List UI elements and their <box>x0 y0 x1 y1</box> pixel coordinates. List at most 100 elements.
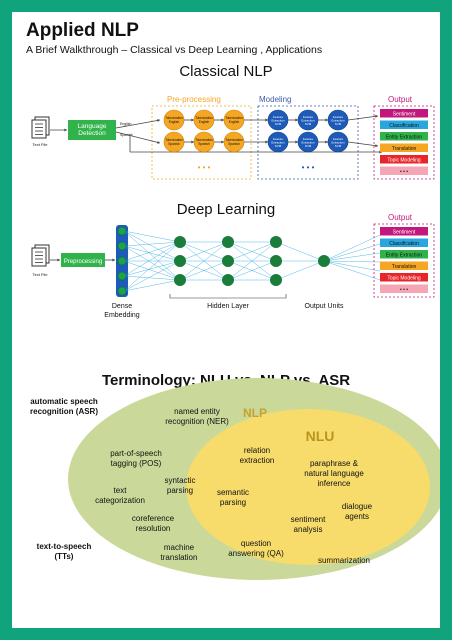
connection-line <box>323 234 381 262</box>
nlu-term: paraphrase & <box>310 459 359 468</box>
hidden-layer-label: Hidden Layer <box>207 303 249 310</box>
deep-output-label: Translation <box>392 264 417 270</box>
classical-output-box <box>380 120 428 129</box>
feature-svm-node-label: SVM <box>275 122 282 126</box>
output-units-label: Output Units <box>305 303 344 310</box>
embedding-node <box>117 286 127 296</box>
nlp-term: parsing <box>167 486 193 495</box>
embedding-node <box>117 271 127 281</box>
classical-output-label: Entity Extraction <box>386 134 422 140</box>
modeling-label: Modeling <box>259 95 291 104</box>
hidden-layer-node <box>270 255 282 267</box>
flow-arrow <box>221 140 224 144</box>
nlp-term: text <box>114 486 128 495</box>
hidden-layer-node <box>222 236 234 248</box>
feature-svm-node-label: Feature <box>273 115 284 119</box>
classical-output-label: • • • <box>400 169 408 175</box>
connection-line <box>123 245 181 281</box>
flow-arrow <box>265 140 268 144</box>
tokenization-node-label: Tokenization <box>165 138 183 142</box>
connection-line <box>323 243 381 262</box>
connection-line <box>123 245 181 262</box>
flow-arrow <box>57 258 60 262</box>
nlu-term: dialogue <box>342 502 373 511</box>
feature-svm-node-label: Extraction <box>271 141 285 145</box>
feature-svm-node-label: SVM <box>335 122 342 126</box>
classical-output-box <box>380 143 428 152</box>
connection-line <box>123 260 181 277</box>
text-file-icon <box>31 119 47 139</box>
infographic-sheet: Applied NLP A Brief Walkthrough – Classi… <box>12 12 440 628</box>
preprocessing-box-label: Preprocessing <box>64 259 102 265</box>
language-detection-label: Detection <box>78 130 106 137</box>
connection-line <box>123 241 181 247</box>
hidden-layer-node <box>222 274 234 286</box>
connection-line <box>123 230 181 262</box>
classical-output-box <box>380 155 428 164</box>
nlu-term: answering (QA) <box>228 549 284 558</box>
classical-nlp-heading: Classical NLP <box>179 63 272 80</box>
feature-svm-node-label: Extraction <box>301 119 315 123</box>
english-route-label: English <box>120 122 132 126</box>
connection-line <box>323 260 381 263</box>
classical-output-label: Translation <box>392 146 417 152</box>
classical-output-label: Topic Modeling <box>387 157 421 163</box>
dense-embedding-label: Dense <box>112 303 132 310</box>
flow-arrow <box>115 119 161 129</box>
deep-output-box <box>380 284 428 293</box>
connection-line <box>123 230 181 243</box>
preprocessing-box <box>61 253 105 267</box>
deep-output-label: Topic Modeling <box>387 275 421 281</box>
language-detection-label: Language <box>78 123 107 130</box>
feature-svm-node-label: SVM <box>305 122 312 126</box>
output-unit-node <box>318 255 330 267</box>
connection-line <box>227 260 277 281</box>
nlu-term: inference <box>318 479 351 488</box>
embedding-node <box>117 256 127 266</box>
tokenization-node-label: Spanish <box>228 142 240 146</box>
nlu-term: relation <box>244 446 270 455</box>
deep-output-box <box>380 238 428 247</box>
nlp-term: categorization <box>95 496 145 505</box>
flow-arrow <box>157 119 160 122</box>
connection-line <box>323 252 381 262</box>
flow-arrow <box>347 141 379 147</box>
deep-output-box <box>380 273 428 282</box>
nlp-term: coreference <box>132 514 175 523</box>
deep-learning-heading: Deep Learning <box>177 201 275 218</box>
preprocessing-dashed-box <box>151 105 252 180</box>
classical-output-dashed-box <box>373 105 435 180</box>
nlu-term: semantic <box>217 488 249 497</box>
nlu-term: agents <box>345 512 369 521</box>
deep-output-label: Classification <box>389 241 419 247</box>
connection-line <box>275 260 325 281</box>
connection-line <box>123 279 181 292</box>
flow-arrow <box>375 114 378 118</box>
flow-arrow <box>295 118 298 122</box>
flow-arrow <box>325 140 328 144</box>
embedding-node <box>117 226 127 236</box>
outer-term: automatic speech <box>30 397 98 406</box>
classical-output-box <box>380 109 428 118</box>
deep-output-box <box>380 250 428 259</box>
tokenization-node-label: Spanish <box>168 142 180 146</box>
page-subtitle: A Brief Walkthrough – Classical vs Deep … <box>26 44 323 56</box>
connection-line <box>123 241 181 277</box>
deep-output-label: • • • <box>400 287 408 293</box>
outer-term: (TTs) <box>55 552 74 561</box>
connection-line <box>123 260 181 292</box>
connection-line <box>179 260 229 281</box>
page-title: Applied NLP <box>26 20 139 41</box>
feature-svm-node-label: Feature <box>303 115 314 119</box>
tokenization-node-label: English <box>229 120 240 124</box>
flow-arrow <box>191 118 194 122</box>
language-detection-box <box>68 120 116 140</box>
nlp-term: named entity <box>174 407 220 416</box>
connection-line <box>227 241 277 281</box>
deep-output-label: Output <box>388 213 413 222</box>
flow-arrow <box>112 258 115 262</box>
feature-svm-node-label: SVM <box>335 144 342 148</box>
nlp-term: tagging (POS) <box>111 459 162 468</box>
feature-svm-node-label: Feature <box>333 137 344 141</box>
